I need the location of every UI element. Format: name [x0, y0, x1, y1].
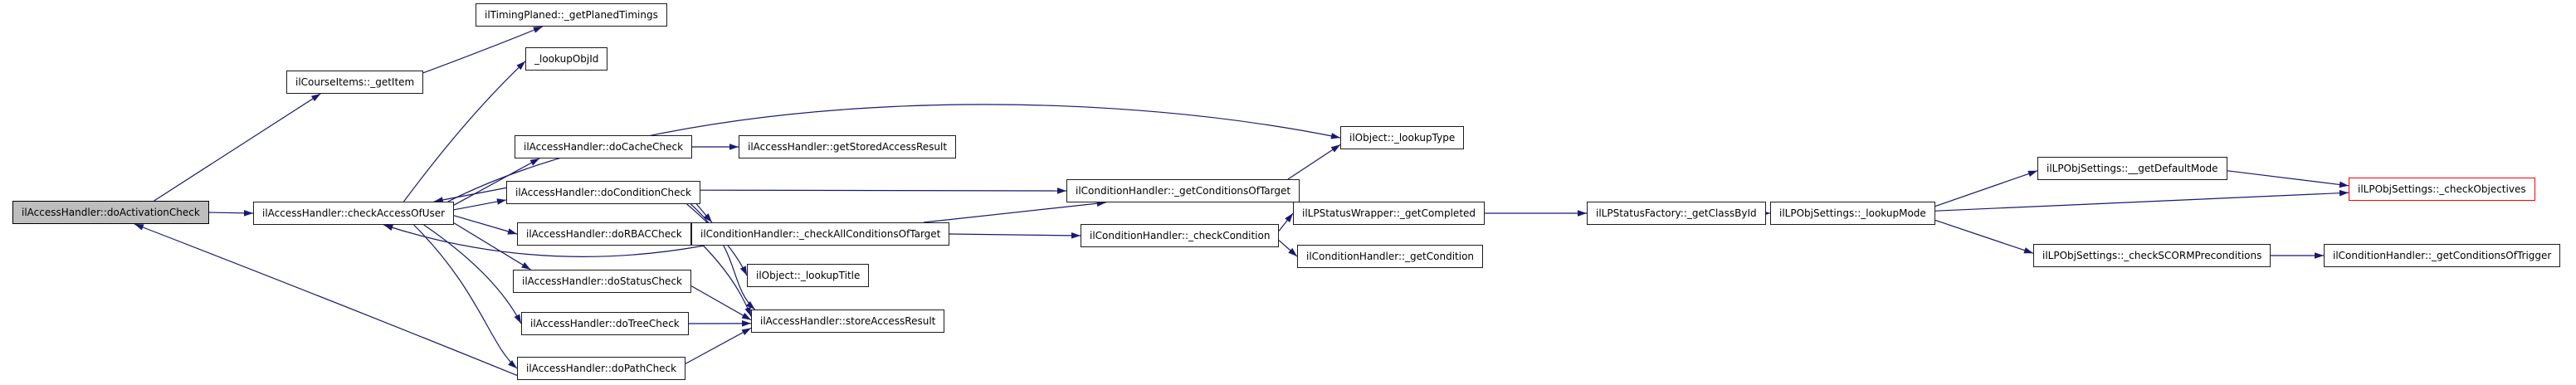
graph-node-getCompleted[interactable]: ilLPStatusWrapper::_getCompleted: [1293, 202, 1486, 225]
graph-node-doCacheCheck[interactable]: ilAccessHandler::doCacheCheck: [515, 135, 693, 158]
graph-node-checkObjectives[interactable]: ilLPObjSettings::_checkObjectives: [2349, 178, 2535, 201]
graph-node-getCondition[interactable]: ilConditionHandler::_getCondition: [1297, 245, 1484, 268]
graph-node-lookupMode[interactable]: ilLPObjSettings::_lookupMode: [1770, 202, 1935, 225]
graph-node-storeAccessResult[interactable]: ilAccessHandler::storeAccessResult: [751, 309, 945, 333]
graph-node-getClassById[interactable]: ilLPStatusFactory::_getClassById: [1587, 202, 1766, 225]
graph-node-doActivationCheck[interactable]: ilAccessHandler::doActivationCheck: [12, 201, 209, 224]
graph-node-checkAccessOfUser[interactable]: ilAccessHandler::checkAccessOfUser: [253, 202, 455, 225]
graph-node-getConditionsOfTarget[interactable]: ilConditionHandler::_getConditionsOfTarg…: [1066, 179, 1300, 202]
graph-node-doRBACCheck[interactable]: ilAccessHandler::doRBACCheck: [517, 222, 691, 246]
graph-node-checkAllConditionsOfTarget[interactable]: ilConditionHandler::_checkAllConditionsO…: [691, 222, 950, 246]
graph-node-doTreeCheck[interactable]: ilAccessHandler::doTreeCheck: [521, 312, 689, 335]
graph-node-getItem[interactable]: ilCourseItems::_getItem: [286, 71, 424, 94]
graph-node-getPlanedTimings[interactable]: ilTimingPlaned::_getPlanedTimings: [476, 3, 667, 27]
graph-node-lookupObjId[interactable]: _lookupObjId: [525, 47, 608, 71]
graph-node-doPathCheck[interactable]: ilAccessHandler::doPathCheck: [517, 357, 686, 380]
graph-node-doStatusCheck[interactable]: ilAccessHandler::doStatusCheck: [513, 270, 691, 293]
graph-node-getDefaultMode[interactable]: ilLPObjSettings::__getDefaultMode: [2037, 157, 2227, 180]
graph-node-getConditionsOfTrigger[interactable]: ilConditionHandler::_getConditionsOfTrig…: [2324, 244, 2561, 267]
graph-node-lookupTitle[interactable]: ilObject::_lookupTitle: [747, 264, 870, 287]
graph-node-getStoredAccessResult[interactable]: ilAccessHandler::getStoredAccessResult: [739, 135, 957, 158]
graph-node-lookupType[interactable]: ilObject::_lookupType: [1340, 126, 1465, 149]
graph-node-doConditionCheck[interactable]: ilAccessHandler::doConditionCheck: [506, 181, 701, 204]
graph-node-checkCondition[interactable]: ilConditionHandler::_checkCondition: [1081, 224, 1280, 247]
graph-node-checkSCORMPreconditions[interactable]: ilLPObjSettings::_checkSCORMPrecondition…: [2033, 244, 2271, 267]
